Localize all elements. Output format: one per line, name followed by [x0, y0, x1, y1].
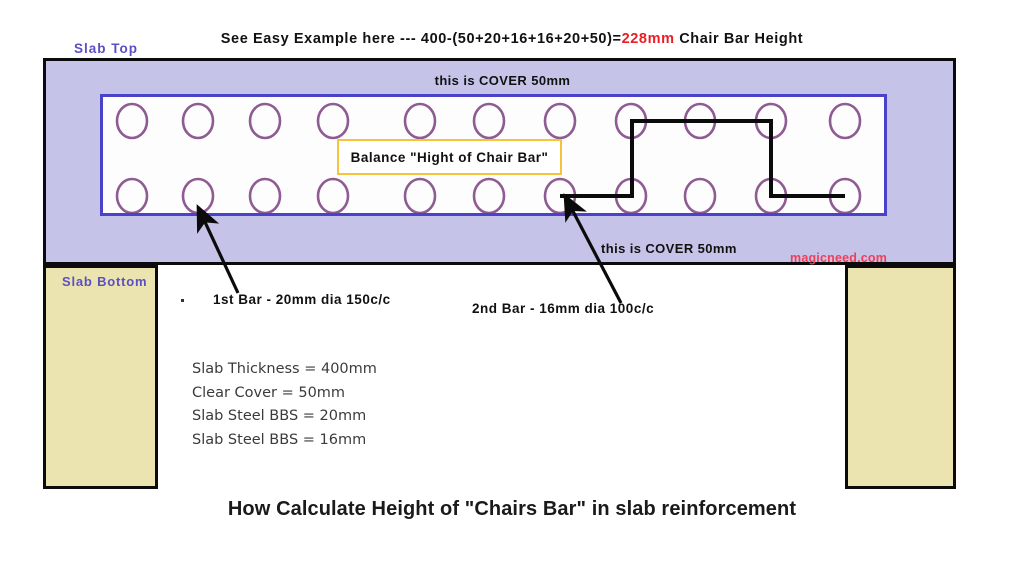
diagram-title: How Calculate Height of "Chairs Bar" in … — [227, 498, 797, 520]
rebar-bottom-4 — [316, 177, 350, 213]
cover-bottom-label: this is COVER 50mm — [601, 241, 737, 256]
rebar-top-3 — [248, 102, 282, 140]
rebar-bottom-6 — [472, 177, 506, 213]
rebar-bottom-3 — [248, 177, 282, 213]
rebar-bottom-9 — [683, 177, 717, 213]
rebar-top-1 — [115, 102, 149, 140]
rebar-top-2 — [181, 102, 215, 140]
watermark: magicneed.com — [790, 251, 888, 265]
rebar-top-5 — [403, 102, 437, 140]
spec-line-2: Clear Cover = 50mm — [192, 384, 346, 401]
rebar-bottom-1 — [115, 177, 149, 213]
rebar-bottom-2 — [181, 177, 215, 213]
balance-height-callout: Balance "Hight of Chair Bar" — [337, 139, 562, 175]
equation-prefix: See Easy Example here --- 400-(50+20+16+… — [220, 31, 622, 47]
support-column-left — [43, 265, 158, 489]
rebar-top-6 — [472, 102, 506, 140]
cover-top-label: this is COVER 50mm — [434, 73, 571, 88]
equation-highlight-value: 228mm — [621, 31, 675, 47]
support-column-right — [845, 265, 956, 489]
rebar-top-11 — [828, 102, 862, 140]
balance-height-label: Balance "Hight of Chair Bar" — [350, 149, 549, 165]
rebar-bottom-5 — [403, 177, 437, 213]
stray-dot — [181, 299, 184, 302]
spec-line-4: Slab Steel BBS = 16mm — [192, 431, 367, 448]
slab-top-label: Slab Top — [74, 41, 138, 56]
rebar-top-4 — [316, 102, 350, 140]
equation-suffix: Chair Bar Height — [674, 31, 804, 47]
annotation-2nd-bar: 2nd Bar - 16mm dia 100c/c — [472, 301, 655, 316]
annotation-1st-bar: 1st Bar - 20mm dia 150c/c — [213, 292, 391, 307]
spec-line-1: Slab Thickness = 400mm — [192, 361, 377, 377]
header-equation: See Easy Example here --- 400-(50+20+16+… — [0, 31, 1024, 47]
spec-line-3: Slab Steel BBS = 20mm — [192, 408, 367, 424]
chair-bar-shape — [560, 119, 845, 198]
rebar-top-7 — [543, 102, 577, 140]
slab-bottom-label: Slab Bottom — [62, 274, 148, 289]
